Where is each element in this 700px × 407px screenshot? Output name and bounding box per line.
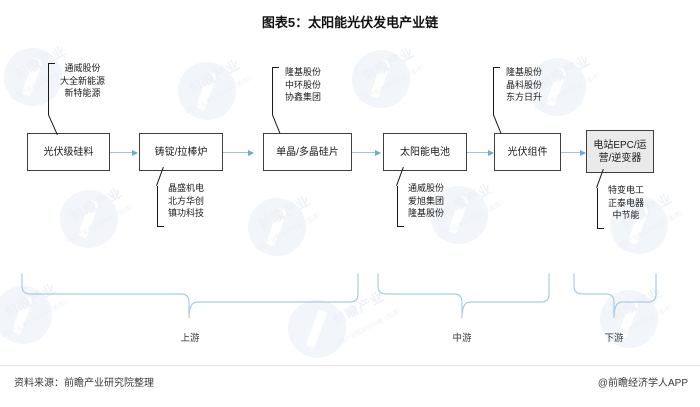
supplier-3: 协鑫集团 — [285, 92, 322, 102]
node-label: 光伏组件 — [507, 146, 548, 158]
node-pv-module[interactable]: 光伏组件 — [494, 133, 561, 171]
flow-arrow-3-4 — [352, 149, 381, 156]
watermark-subtext: 中国产业智库领导者（股票） — [253, 210, 326, 253]
supplier-1: 隆基股份 — [285, 67, 322, 77]
supplier-2: 大全新能源 — [60, 75, 106, 86]
app-credit: @前瞻经济学人APP — [597, 378, 688, 389]
watermark-text: 前瞻产业 — [68, 184, 125, 225]
stage-bracket-downstream — [572, 272, 658, 322]
source-note: 资料来源：前瞻产业研究院整理 — [14, 378, 154, 389]
node-label: 光伏级硅料 — [43, 146, 94, 158]
supplier-1: 特变电工 — [608, 185, 645, 195]
watermark-subtext: 中国产业智库领导者（股票） — [65, 202, 138, 245]
callout-text: 隆基股份 晶科股份 东方日升 — [506, 66, 542, 104]
stage-label-downstream: 下游 — [604, 333, 624, 344]
watermark-logo-icon — [60, 190, 118, 248]
watermark-subtext: 中国产业智库领导者（股票） — [435, 198, 508, 241]
supplier-3: 东方日升 — [506, 92, 543, 102]
watermark-subtext: 中国产业智库领导者（股票） — [357, 62, 430, 105]
flow-arrow-5-6 — [561, 149, 586, 156]
node-label: 单晶/多晶硅片 — [276, 146, 339, 158]
watermark-subtext: 中国产业智库领导者（股票） — [533, 70, 606, 113]
callout-text: 隆基股份 中环股份 协鑫集团 — [285, 66, 321, 104]
node-label: 铸锭/拉棒炉 — [154, 146, 208, 158]
callout-text: 晶盛机电 北方华创 镇功科技 — [168, 182, 204, 220]
callout-leader-line — [493, 114, 502, 134]
node-label-line2: 营/逆变器 — [598, 152, 642, 164]
supplier-2: 中环股份 — [285, 79, 322, 90]
stage-label-midstream: 中游 — [452, 333, 472, 344]
flow-arrow-2-3 — [223, 149, 254, 156]
node-label-line1: 电站EPC/运 — [593, 139, 647, 151]
watermark-text: 前瞻产业 — [186, 56, 243, 97]
supplier-3: 中节能 — [612, 210, 640, 220]
node-ingot-furnace[interactable]: 铸锭/拉棒炉 — [139, 133, 223, 171]
supplier-2: 爱旭集团 — [408, 195, 445, 206]
watermark-text: 前瞻产业 — [438, 180, 495, 221]
flow-arrow-4-5 — [467, 149, 494, 156]
stage-label-upstream: 上游 — [180, 333, 200, 344]
stage-bracket-upstream — [20, 272, 360, 322]
watermark-subtext: 中国产业智库领导者（股票） — [183, 74, 256, 117]
page-title: 图表5：太阳能光伏发电产业链 — [261, 15, 439, 30]
supplier-1: 通威股份 — [408, 183, 445, 193]
watermark-logo-icon — [4, 48, 62, 106]
callout-text: 通威股份 爱旭集团 隆基股份 — [408, 182, 444, 220]
supplier-1: 隆基股份 — [506, 67, 543, 77]
stage-bracket-midstream — [376, 272, 551, 322]
supplier-2: 晶科股份 — [506, 79, 543, 90]
node-photovoltaic-silicon[interactable]: 光伏级硅料 — [27, 133, 110, 171]
watermark-text: 前瞻产业 — [360, 44, 417, 85]
watermark-logo-icon — [178, 62, 236, 120]
supplier-1: 通威股份 — [64, 63, 101, 73]
node-epc-inverter[interactable]: 电站EPC/运 营/逆变器 — [586, 130, 654, 173]
callout-text: 通威股份 大全新能源 新特能源 — [60, 62, 105, 100]
supplier-3: 镇功科技 — [168, 208, 205, 218]
supplier-1: 晶盛机电 — [168, 183, 205, 193]
callout-text: 特变电工 正泰电器 中节能 — [608, 184, 644, 222]
watermark-logo-icon — [352, 50, 410, 108]
supplier-2: 北方华创 — [168, 195, 205, 206]
footer-divider — [0, 365, 700, 366]
flow-arrow-1-2 — [110, 149, 138, 156]
supplier-3: 新特能源 — [64, 88, 101, 98]
supplier-2: 正泰电器 — [608, 197, 645, 208]
node-label: 太阳能电池 — [400, 146, 450, 158]
supplier-3: 隆基股份 — [408, 208, 445, 218]
watermark-logo-icon — [248, 198, 306, 256]
watermark-text: 前瞻产业 — [536, 52, 593, 93]
watermark-text: 前瞻产业 — [256, 192, 313, 233]
node-silicon-wafer[interactable]: 单晶/多晶硅片 — [263, 133, 352, 171]
node-solar-cell[interactable]: 太阳能电池 — [383, 133, 467, 171]
callout-leader-line — [272, 114, 281, 134]
